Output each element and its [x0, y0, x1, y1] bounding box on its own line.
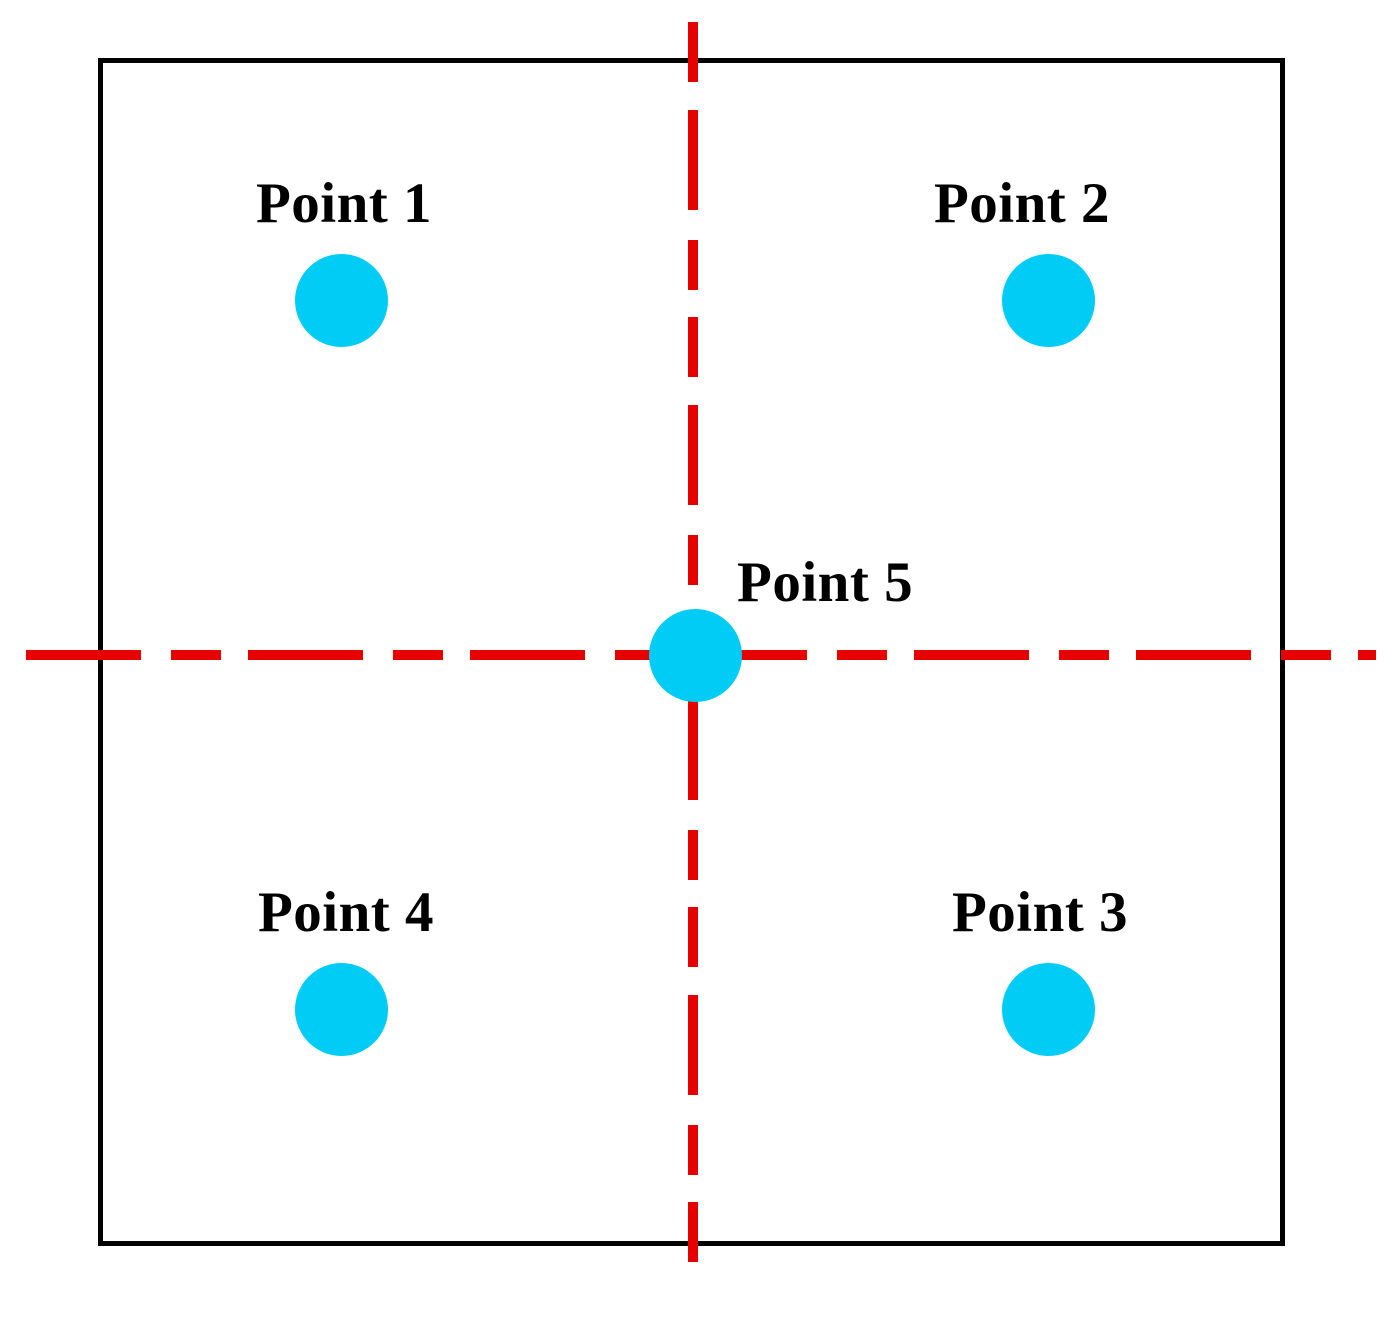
point-5-label: Point 5 — [737, 551, 914, 614]
point-3-label: Point 3 — [951, 881, 1129, 944]
point-2-label: Point 2 — [933, 172, 1111, 235]
point-4-marker[interactable] — [294, 962, 388, 1056]
point-2-marker[interactable] — [1001, 253, 1095, 347]
point-3-marker[interactable] — [1001, 962, 1095, 1056]
point-1-label: Point 1 — [255, 172, 433, 235]
point-4-label: Point 4 — [257, 881, 435, 944]
point-1-marker[interactable] — [294, 253, 388, 347]
point-5-marker[interactable] — [648, 608, 742, 702]
